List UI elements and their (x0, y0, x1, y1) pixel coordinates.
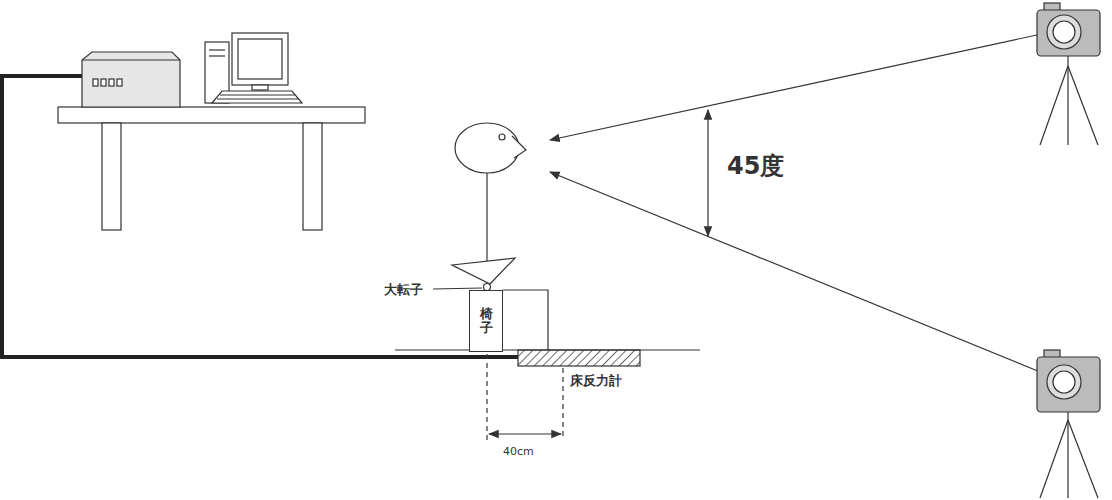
dimension-label: 40cm (503, 445, 534, 458)
force-plate (518, 350, 640, 366)
leader-line (433, 288, 482, 289)
sight-line (550, 172, 1060, 380)
thigh-shank (503, 290, 548, 350)
sight-line (550, 30, 1060, 140)
camera (1037, 350, 1100, 498)
dimension-line (486, 354, 487, 440)
keyboard (212, 91, 302, 103)
part-label: 床反力計 (570, 372, 622, 390)
dimension-line (562, 368, 563, 440)
camera (1037, 3, 1100, 145)
chair-box: 椅子 (469, 290, 503, 352)
nose (512, 136, 526, 158)
pelvis (452, 258, 515, 284)
desk-leg (303, 123, 322, 230)
angle-arrow (707, 110, 708, 236)
part-label: 大転子 (384, 281, 423, 299)
head (455, 123, 519, 173)
angle-label: 45度 (727, 150, 784, 182)
node-text: 椅子 (480, 307, 493, 336)
cable (2, 76, 518, 357)
desk-top (58, 107, 365, 123)
monitor (232, 33, 288, 85)
trunk (486, 173, 487, 265)
desk-leg (102, 123, 121, 230)
amplifier (82, 52, 180, 107)
dimension-arrow (489, 433, 561, 434)
